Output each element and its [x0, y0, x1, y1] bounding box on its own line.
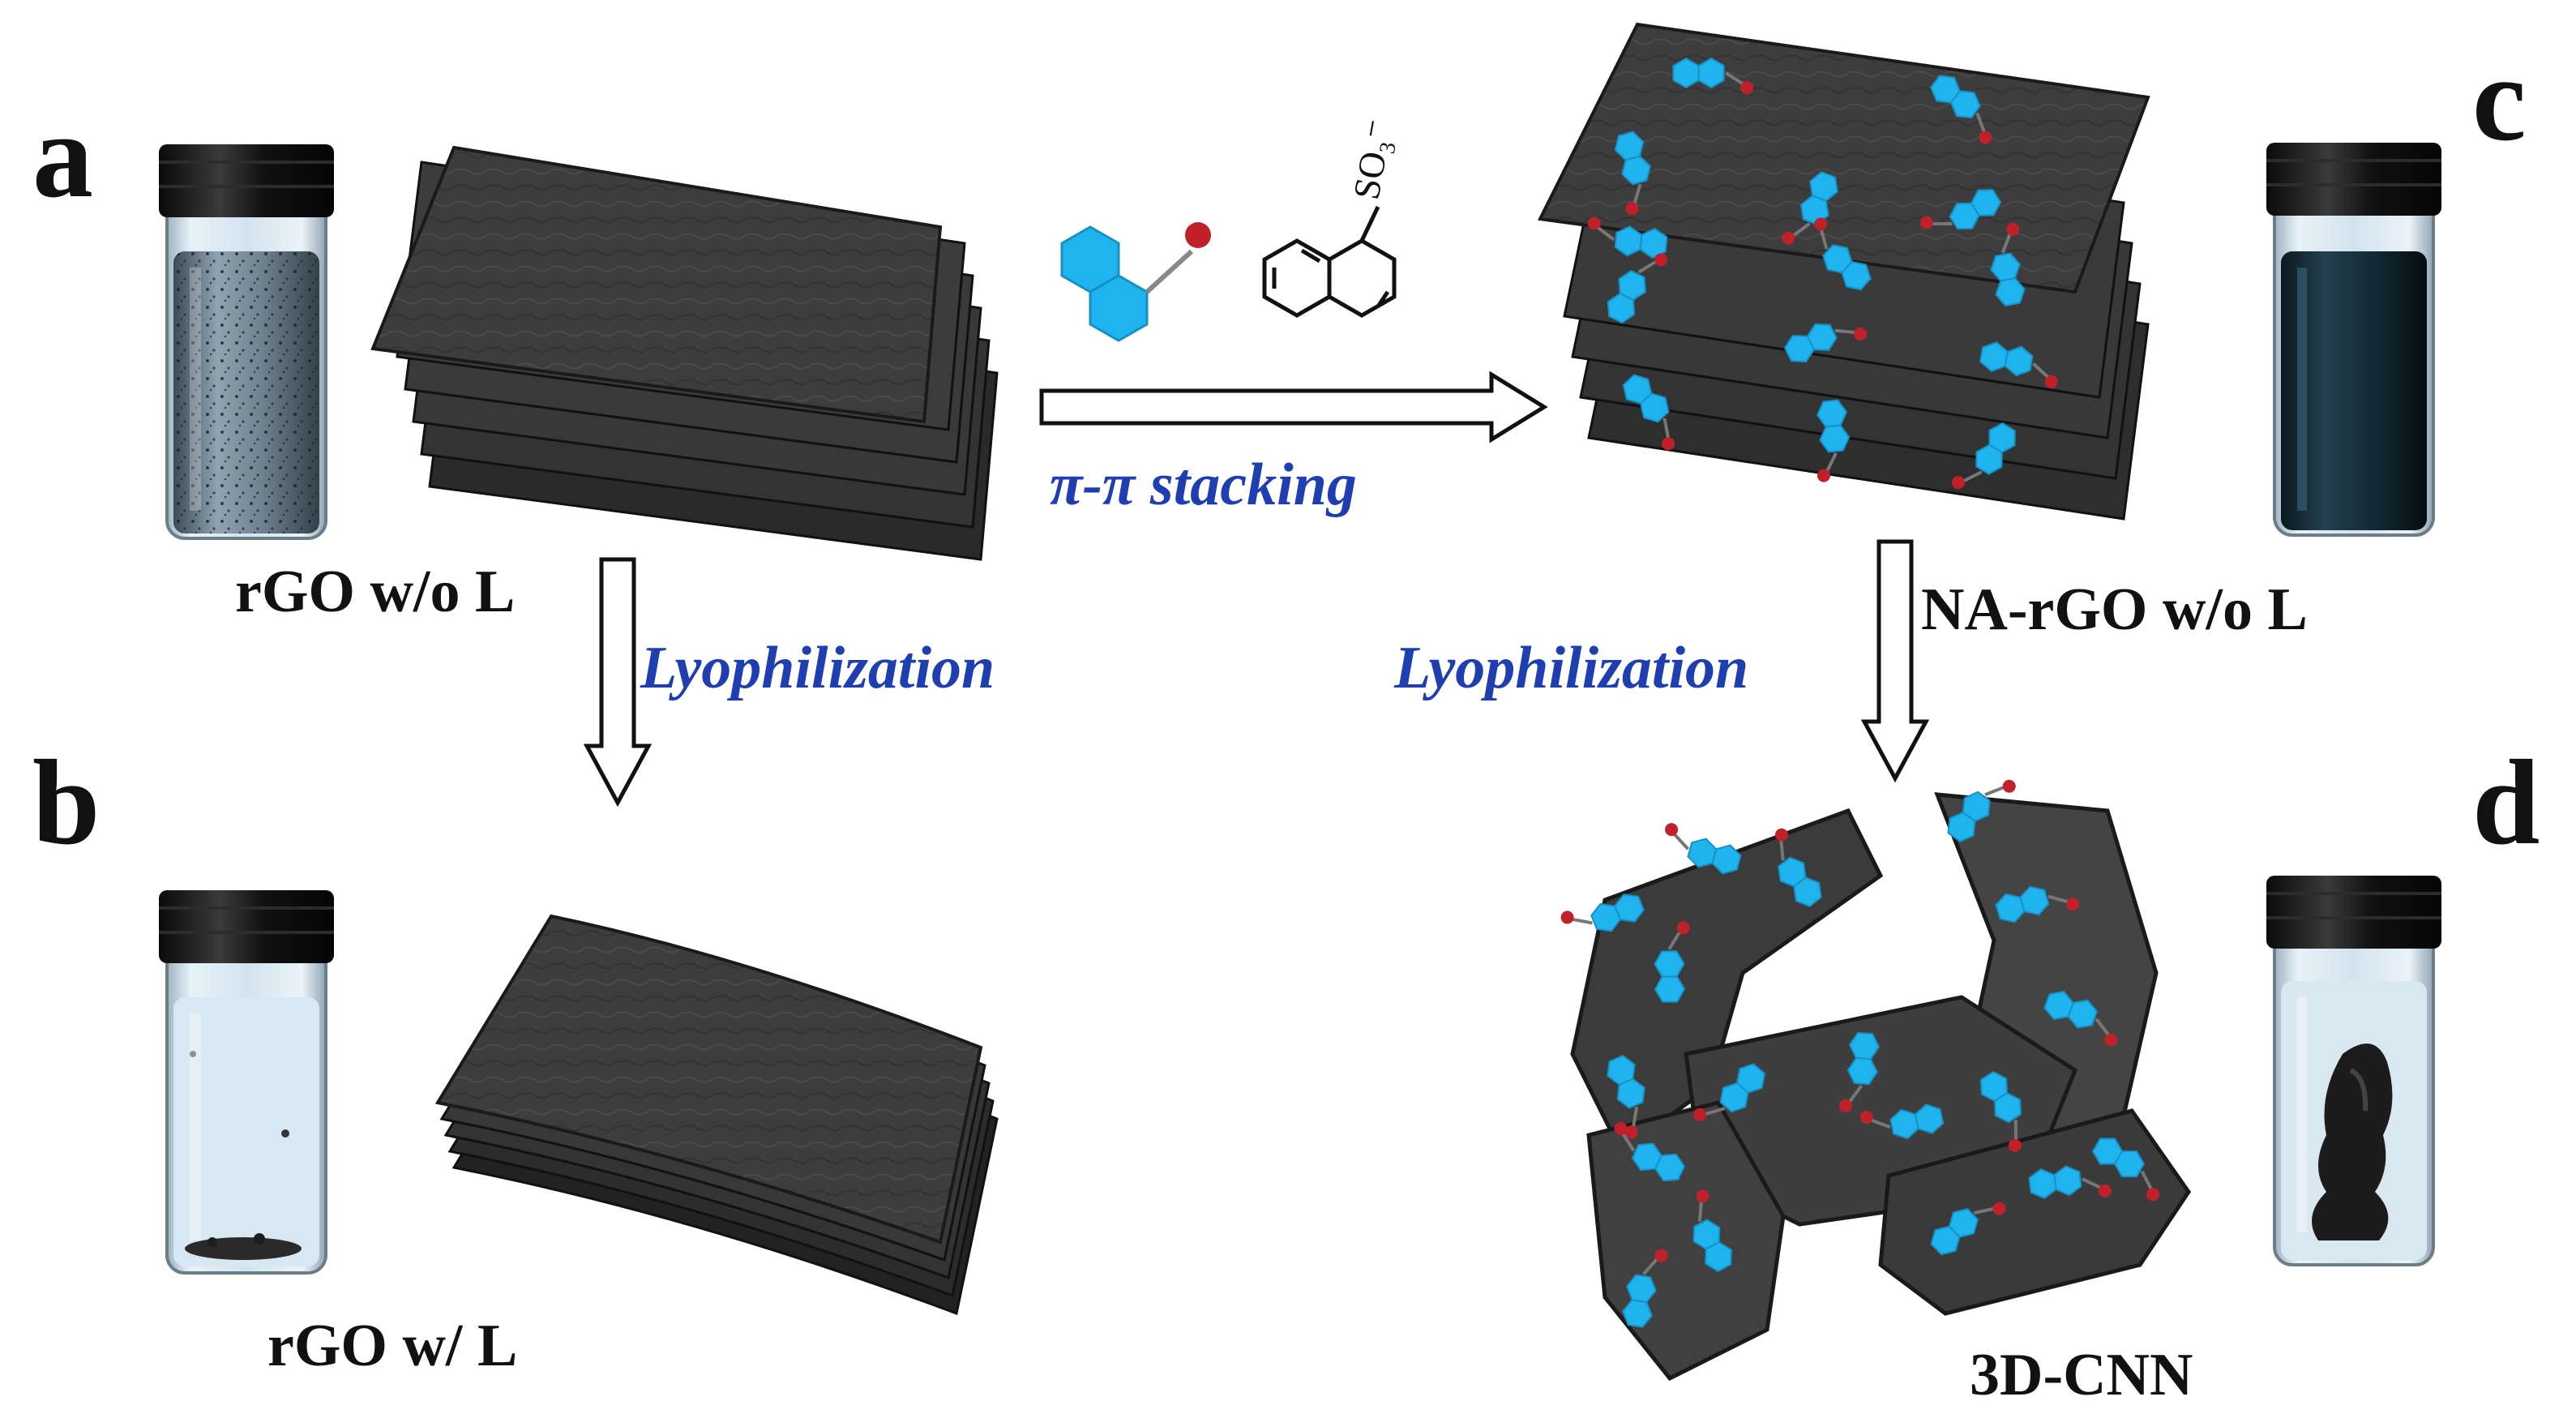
rgo-stack-b	[438, 916, 997, 1313]
lyophilization-arrow-left	[587, 559, 648, 803]
lyophilization-label-left: Lyophilization	[640, 635, 995, 701]
sulfonate-group-label: SO₃⁻	[1346, 116, 1400, 202]
stacking-arrow	[1042, 375, 1544, 439]
caption-rgo-with-l: rGO w/ L	[267, 1313, 517, 1379]
caption-na-rgo-without-l: NA-rGO w/o L	[1921, 576, 2308, 643]
vial-d-photo	[2266, 876, 2441, 1265]
caption-rgo-without-l: rGO w/o L	[235, 559, 515, 625]
panel-letter-d: d	[2472, 735, 2540, 870]
cnn-network	[1573, 795, 2189, 1378]
pi-pi-stacking-label: π-π stacking	[1050, 452, 1357, 518]
vial-b-photo	[159, 890, 334, 1273]
lyophilization-label-right: Lyophilization	[1393, 635, 1748, 701]
naphthalene-sulfonate-structure	[1264, 207, 1394, 315]
na-molecule-icon	[1062, 222, 1211, 341]
rgo-stack-a	[373, 148, 997, 559]
caption-3d-cnn: 3D-CNN	[1970, 1342, 2193, 1408]
panel-letter-c: c	[2472, 32, 2527, 166]
lyophilization-arrow-right	[1864, 542, 1926, 778]
vial-c-photo	[2266, 143, 2441, 535]
panel-letter-b: b	[32, 735, 100, 870]
panel-letter-a: a	[32, 88, 93, 223]
vial-a-photo	[159, 144, 334, 538]
